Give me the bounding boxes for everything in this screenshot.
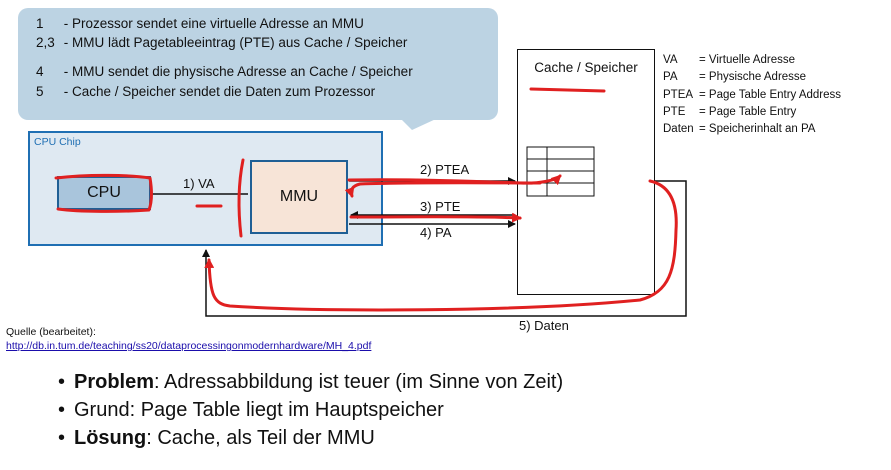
source-citation: Quelle (bearbeitet): http://db.in.tum.de… bbox=[6, 325, 371, 353]
cache-memory-label: Cache / Speicher bbox=[534, 60, 638, 75]
bullet-text: : Adressabbildung ist teuer (im Sinne vo… bbox=[154, 371, 564, 393]
arrow-daten bbox=[202, 180, 687, 317]
page-table-icon bbox=[526, 146, 595, 197]
legend-value: = Speicherinhalt an PA bbox=[699, 123, 816, 136]
legend-row: PA = Physische Adresse bbox=[663, 69, 841, 86]
bullet-bold: Problem bbox=[74, 371, 155, 393]
source-label: Quelle (bearbeitet): bbox=[6, 326, 96, 338]
label-daten: 5) Daten bbox=[519, 318, 569, 333]
bullet-solution: •Lösung: Cache, als Teil der MMU bbox=[58, 427, 375, 449]
bullet-problem: •Problem: Adressabbildung ist teuer (im … bbox=[58, 371, 564, 393]
bullet-reason: •Grund: Page Table liegt im Hauptspeiche… bbox=[58, 399, 444, 421]
step-4: 4 - MMU sendet die physische Adresse an … bbox=[36, 62, 413, 82]
source-link[interactable]: http://db.in.tum.de/teaching/ss20/datapr… bbox=[6, 340, 372, 352]
step-number: 2,3 bbox=[36, 35, 55, 50]
bullet-text: : Cache, als Teil der MMU bbox=[146, 427, 375, 449]
callout-tail bbox=[400, 118, 438, 130]
step-number: 5 bbox=[36, 84, 44, 99]
red-pa-arrow bbox=[349, 212, 522, 223]
legend-value: = Virtuelle Adresse bbox=[699, 54, 795, 66]
label-va: 1) VA bbox=[183, 176, 215, 191]
step-text: - Cache / Speicher sendet die Daten zum … bbox=[63, 84, 376, 99]
legend-value: = Page Table Entry bbox=[699, 105, 797, 118]
cpu-box: CPU bbox=[57, 176, 151, 210]
red-annotations bbox=[54, 87, 678, 312]
label-pa: 4) PA bbox=[420, 225, 452, 240]
label-pte: 3) PTE bbox=[420, 199, 461, 214]
legend-row: PTE = Page Table Entry bbox=[663, 104, 841, 121]
red-mmu-left-mark bbox=[237, 158, 245, 238]
bullet-list: •Problem: Adressabbildung ist teuer (im … bbox=[58, 368, 563, 452]
step-number: 1 bbox=[36, 16, 44, 31]
abbreviation-legend: VA = Virtuelle Adresse PA = Physische Adre… bbox=[663, 52, 841, 138]
step-5: 5 - Cache / Speicher sendet die Daten zu… bbox=[36, 82, 375, 102]
legend-value: = Page Table Entry Address bbox=[699, 88, 842, 101]
cpu-label: CPU bbox=[87, 184, 121, 201]
legend-row: Daten = Speicherinhalt an PA bbox=[663, 121, 841, 138]
step-text: - MMU lädt Pagetableeintrag (PTE) aus Ca… bbox=[63, 35, 408, 50]
step-text: - Prozessor sendet eine virtuelle Adress… bbox=[63, 16, 364, 31]
legend-key: Daten bbox=[663, 123, 694, 136]
label-ptea: 2) PTEA bbox=[420, 162, 470, 177]
bullet-text: Grund: Page Table liegt im Hauptspeicher bbox=[74, 399, 444, 421]
red-cache-underline bbox=[529, 87, 606, 93]
legend-value: = Physische Adresse bbox=[699, 71, 807, 84]
step-2-3: 2,3 - MMU lädt Pagetableeintrag (PTE) au… bbox=[36, 33, 407, 53]
cpu-chip-label: CPU Chip bbox=[34, 136, 81, 148]
mmu-box: MMU bbox=[250, 160, 348, 234]
red-daten-arrow bbox=[204, 179, 678, 312]
red-pte-arrow bbox=[344, 181, 542, 198]
mmu-label: MMU bbox=[279, 188, 319, 205]
legend-row: VA = Virtuelle Adresse bbox=[663, 52, 841, 69]
legend-key: VA bbox=[663, 54, 678, 66]
info-callout bbox=[18, 8, 498, 120]
step-number: 4 bbox=[36, 64, 44, 79]
legend-key: PTEA bbox=[663, 88, 694, 101]
red-cpu-circle bbox=[54, 173, 153, 213]
legend-row: PTEA = Page Table Entry Address bbox=[663, 87, 841, 104]
step-text: - MMU sendet die physische Adresse an Ca… bbox=[63, 64, 413, 79]
step-1: 1 - Prozessor sendet eine virtuelle Adre… bbox=[36, 14, 364, 34]
bullet-bold: Lösung bbox=[74, 427, 147, 449]
legend-key: PA bbox=[663, 71, 678, 84]
legend-key: PTE bbox=[663, 105, 686, 118]
